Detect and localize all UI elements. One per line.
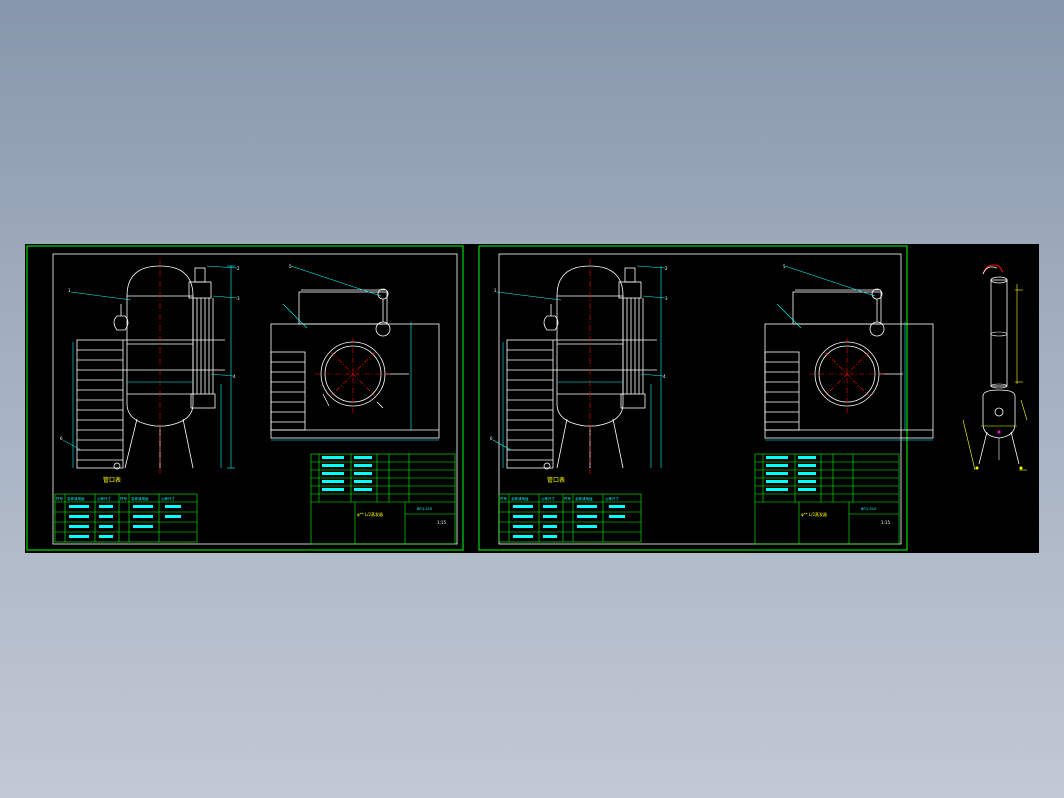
- nozzle-header-symbol: 符号: [56, 496, 63, 501]
- nozzle-header-size: 公称尺寸: [97, 496, 111, 501]
- balloon-1: 1: [494, 288, 497, 293]
- nozzle-header-size-2: 公称尺寸: [605, 496, 619, 501]
- balloon-6: 6: [490, 436, 493, 441]
- title-block-name: φ** L/2蒸发器: [357, 511, 383, 517]
- nozzle-table-2: [498, 493, 642, 543]
- balloon-6: 6: [60, 436, 63, 441]
- parts-list-1-cell-marks: [322, 456, 372, 491]
- balloon-1: 1: [68, 288, 71, 293]
- balloon-3: 3: [237, 296, 240, 301]
- balloon-3: 3: [665, 296, 668, 301]
- drawing-scale: 1:15: [437, 520, 446, 525]
- front-view-evaporator: [76, 265, 225, 470]
- isometric-evaporator-sketch: [962, 264, 1028, 471]
- sheet-1-text: 管口表 符号 名称或用途 公称尺寸 符号 名称或用途 公称尺寸 φ** L/2蒸…: [56, 264, 446, 525]
- sheet-2-text: 管口表 符号 名称或用途 公称尺寸 符号 名称或用途 公称尺寸 φ** L/2蒸…: [490, 264, 890, 525]
- title-block-name: φ** L/2蒸发器: [801, 511, 827, 517]
- nozzle-table-title: 管口表: [547, 476, 565, 484]
- sheet-inner-border: [498, 253, 902, 545]
- title-block-1: [310, 453, 456, 545]
- sheet-outer-border: [478, 245, 908, 551]
- side-view-evaporator: [270, 288, 440, 439]
- front-view-dimensions: [492, 265, 666, 468]
- leader-lines: [62, 265, 238, 451]
- drawing-scale: 1:15: [881, 520, 890, 525]
- side-view-centerlines: [315, 338, 391, 414]
- nozzle-table-2-cell-marks: [513, 505, 625, 538]
- nozzle-header-symbol: 符号: [500, 496, 508, 501]
- drawing-sheet-2: [478, 245, 934, 551]
- nozzle-header-name-2: 名称或用途: [575, 496, 593, 501]
- nozzle-table-1-cell-marks: [69, 505, 181, 538]
- title-block-2: [754, 453, 900, 545]
- parts-list-2-cell-marks: [766, 456, 816, 491]
- balloon-4: 4: [663, 374, 666, 379]
- side-view-evaporator: [764, 288, 934, 439]
- cad-model-viewport[interactable]: 管口表 符号 名称或用途 公称尺寸 符号 名称或用途 公称尺寸 φ** L/2蒸…: [25, 244, 1039, 553]
- cad-drawing-canvas[interactable]: 管口表 符号 名称或用途 公称尺寸 符号 名称或用途 公称尺寸 φ** L/2蒸…: [25, 244, 1039, 553]
- drawing-number: BFQ-S10: [417, 507, 432, 511]
- drawing-sheet-1: [26, 245, 464, 551]
- side-view-dimensions: [765, 265, 933, 441]
- nozzle-header-size: 公称尺寸: [541, 496, 555, 501]
- sheet-outer-border: [26, 245, 464, 551]
- nozzle-header-size-2: 公称尺寸: [161, 496, 175, 501]
- nozzle-header-symbol-2: 符号: [120, 496, 127, 501]
- isometric-dimensions: [962, 284, 1028, 471]
- nozzle-header-name: 名称或用途: [511, 496, 529, 501]
- balloon-2: 2: [665, 266, 668, 271]
- front-view-evaporator: [506, 265, 657, 470]
- nozzle-table-title: 管口表: [103, 476, 121, 484]
- balloon-5: 5: [289, 264, 292, 269]
- side-view-dimensions: [271, 265, 439, 441]
- nozzle-header-name: 名称或用途: [67, 496, 85, 501]
- balloon-4: 4: [233, 374, 236, 379]
- front-view-dimensions: [72, 265, 235, 469]
- sheet-inner-border: [52, 253, 458, 545]
- nozzle-header-symbol-2: 符号: [564, 496, 572, 501]
- balloon-5: 5: [783, 264, 786, 269]
- drawing-number: BFQ-S10: [861, 507, 876, 511]
- balloon-2: 2: [237, 266, 240, 271]
- nozzle-header-name-2: 名称或用途: [131, 496, 149, 501]
- nozzle-table-1: [54, 493, 198, 543]
- side-view-centerlines: [809, 338, 885, 414]
